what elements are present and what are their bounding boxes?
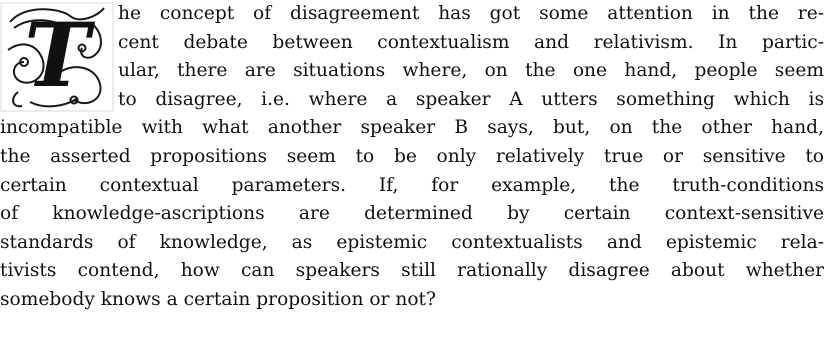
svg-text:T: T xyxy=(24,3,95,107)
paragraph-line: of knowledge-ascriptions are determined … xyxy=(0,203,824,225)
paragraph-line: the asserted propositions seem to be onl… xyxy=(0,146,824,167)
ornamental-drop-cap: T xyxy=(0,2,114,112)
paragraph-line: somebody knows a certain proposition or … xyxy=(0,289,436,310)
paragraph-line: tivists contend, how can speakers still … xyxy=(0,260,824,282)
paragraph-line: to disagree, i.e. where a speaker A utte… xyxy=(118,88,824,110)
paragraph-line: cent debate between contextualism and re… xyxy=(118,31,824,53)
paragraph-line: certain contextual parameters. If, for e… xyxy=(0,174,824,196)
paragraph-line: ular, there are situations where, on the… xyxy=(118,60,824,82)
paragraph-line: incompatible with what another speaker B… xyxy=(0,117,824,139)
paragraph-line: standards of knowledge, as epistemic con… xyxy=(0,231,824,253)
paragraph-line: he concept of disagreement has got some … xyxy=(118,3,824,24)
